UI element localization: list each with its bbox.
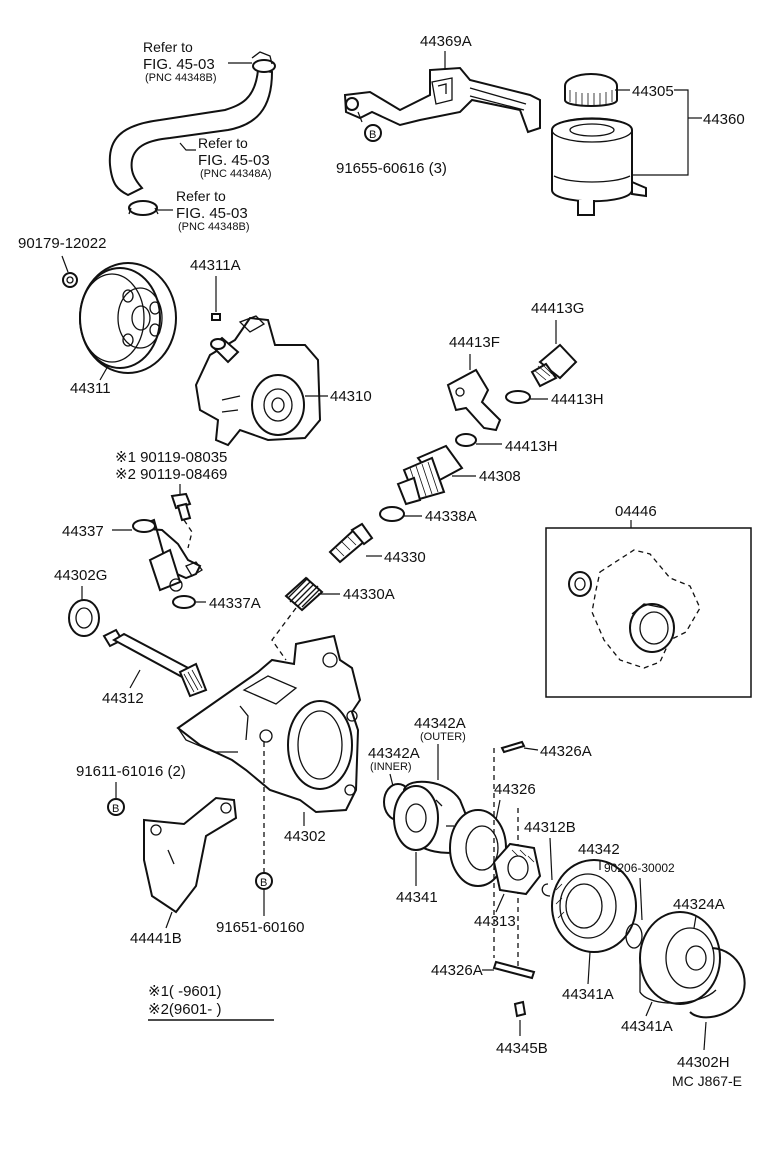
cam-ring (449, 809, 507, 887)
label-44413h-2[interactable]: 44413H (505, 438, 558, 455)
o-ring-44341a-left (625, 923, 643, 949)
o-ring-44338a (379, 506, 405, 522)
label-44342a-inner[interactable]: 44342A (368, 745, 420, 762)
label-44305[interactable]: 44305 (632, 83, 674, 100)
note2-bolt[interactable]: ※2 90119-08469 (115, 466, 227, 483)
label-44302g[interactable]: 44302G (54, 567, 107, 584)
label-44313[interactable]: 44313 (474, 913, 516, 930)
label-44311a[interactable]: 44311A (190, 257, 241, 274)
label-44413g[interactable]: 44413G (531, 300, 584, 317)
label-44330[interactable]: 44330 (384, 549, 426, 566)
label-44341[interactable]: 44341 (396, 889, 438, 906)
rear-housing-44342 (551, 859, 637, 953)
pnc-ref-2: (PNC 44348A) (200, 168, 272, 180)
fig-ref-1[interactable]: FIG. 45-03 (143, 56, 215, 73)
label-90206-30002[interactable]: 90206-30002 (604, 861, 675, 875)
inner-text: (INNER) (370, 761, 412, 773)
pin-44326a-top (500, 740, 526, 754)
return-hose (108, 51, 276, 216)
note1-bolt[interactable]: ※1 90119-08035 (115, 449, 227, 466)
reservoir-bracket (343, 66, 541, 134)
label-44338a[interactable]: 44338A (425, 508, 477, 525)
label-44311[interactable]: 44311 (70, 380, 111, 397)
pump-shaft (102, 628, 208, 698)
snap-ring-44312b (541, 883, 551, 897)
union-fittings (446, 343, 578, 447)
document-code: MC J867-E (672, 1073, 742, 1089)
pnc-ref-1: (PNC 44348B) (145, 72, 217, 84)
label-44342[interactable]: 44342 (578, 841, 620, 858)
refer-text-3: Refer to (176, 188, 226, 204)
b-marker-left-text: B (112, 803, 119, 815)
flow-control-fitting (396, 444, 464, 506)
b-marker-bottom-text: B (260, 877, 267, 889)
pulley (62, 262, 177, 374)
reservoir-tank (551, 73, 647, 216)
label-44312[interactable]: 44312 (102, 690, 144, 707)
mount-bolt (170, 492, 192, 522)
label-44312b[interactable]: 44312B (524, 819, 576, 836)
label-44341a-1[interactable]: 44341A (562, 986, 614, 1003)
b-marker-left (107, 798, 125, 816)
label-44308[interactable]: 44308 (479, 468, 521, 485)
pump-housing (176, 634, 362, 814)
label-91611-61016[interactable]: 91611-61016 (2) (76, 763, 186, 780)
label-44337[interactable]: 44337 (62, 523, 104, 540)
b-marker-top (364, 124, 382, 142)
pnc-ref-3: (PNC 44348B) (178, 221, 250, 233)
label-44413f[interactable]: 44413F (449, 334, 500, 351)
label-44302h[interactable]: 44302H (677, 1054, 730, 1071)
flow-control-valve (328, 522, 374, 564)
label-44345b[interactable]: 44345B (496, 1040, 548, 1057)
label-44326a-bottom[interactable]: 44326A (431, 962, 483, 979)
snap-ring-44302h (689, 947, 746, 1019)
end-cover-44324a (639, 911, 721, 1005)
o-ring-44337a (172, 595, 196, 609)
label-44360[interactable]: 44360 (703, 111, 745, 128)
rotor-44313 (492, 842, 542, 896)
suction-port-union (132, 518, 203, 592)
label-44369a[interactable]: 44369A (420, 33, 472, 50)
footnote-2: ※2(9601- ) (148, 1001, 221, 1018)
label-90179-12022[interactable]: 90179-12022 (18, 235, 106, 252)
label-91655-60616[interactable]: 91655-60616 (3) (336, 160, 447, 177)
label-44326[interactable]: 44326 (494, 781, 536, 798)
label-91651-60160[interactable]: 91651-60160 (216, 919, 304, 936)
label-44413h-1[interactable]: 44413H (551, 391, 604, 408)
b-marker-top-text: B (369, 129, 376, 141)
label-44326a-top[interactable]: 44326A (540, 743, 592, 760)
label-44341a-2[interactable]: 44341A (621, 1018, 673, 1035)
pump-assembly (194, 315, 322, 447)
label-44324a[interactable]: 44324A (673, 896, 725, 913)
oil-seal (68, 599, 100, 637)
outer-text: (OUTER) (420, 731, 466, 743)
label-44310[interactable]: 44310 (330, 388, 372, 405)
label-44302[interactable]: 44302 (284, 828, 326, 845)
label-44342a-outer[interactable]: 44342A (414, 715, 466, 732)
valve-spring (284, 576, 324, 612)
footnote-1: ※1( -9601) (148, 983, 221, 1000)
fig-ref-2[interactable]: FIG. 45-03 (198, 152, 270, 169)
plug-44345b (513, 1000, 527, 1018)
label-44441b[interactable]: 44441B (130, 930, 182, 947)
pump-bracket (143, 796, 238, 914)
pin-44326a-bottom (492, 960, 536, 980)
refer-text-2: Refer to (198, 135, 248, 151)
label-04446[interactable]: 04446 (615, 503, 657, 520)
gasket-kit-parts (568, 549, 701, 669)
fig-ref-3[interactable]: FIG. 45-03 (176, 205, 248, 222)
label-44337a[interactable]: 44337A (209, 595, 261, 612)
refer-text-1: Refer to (143, 39, 193, 55)
label-44330a[interactable]: 44330A (343, 586, 395, 603)
